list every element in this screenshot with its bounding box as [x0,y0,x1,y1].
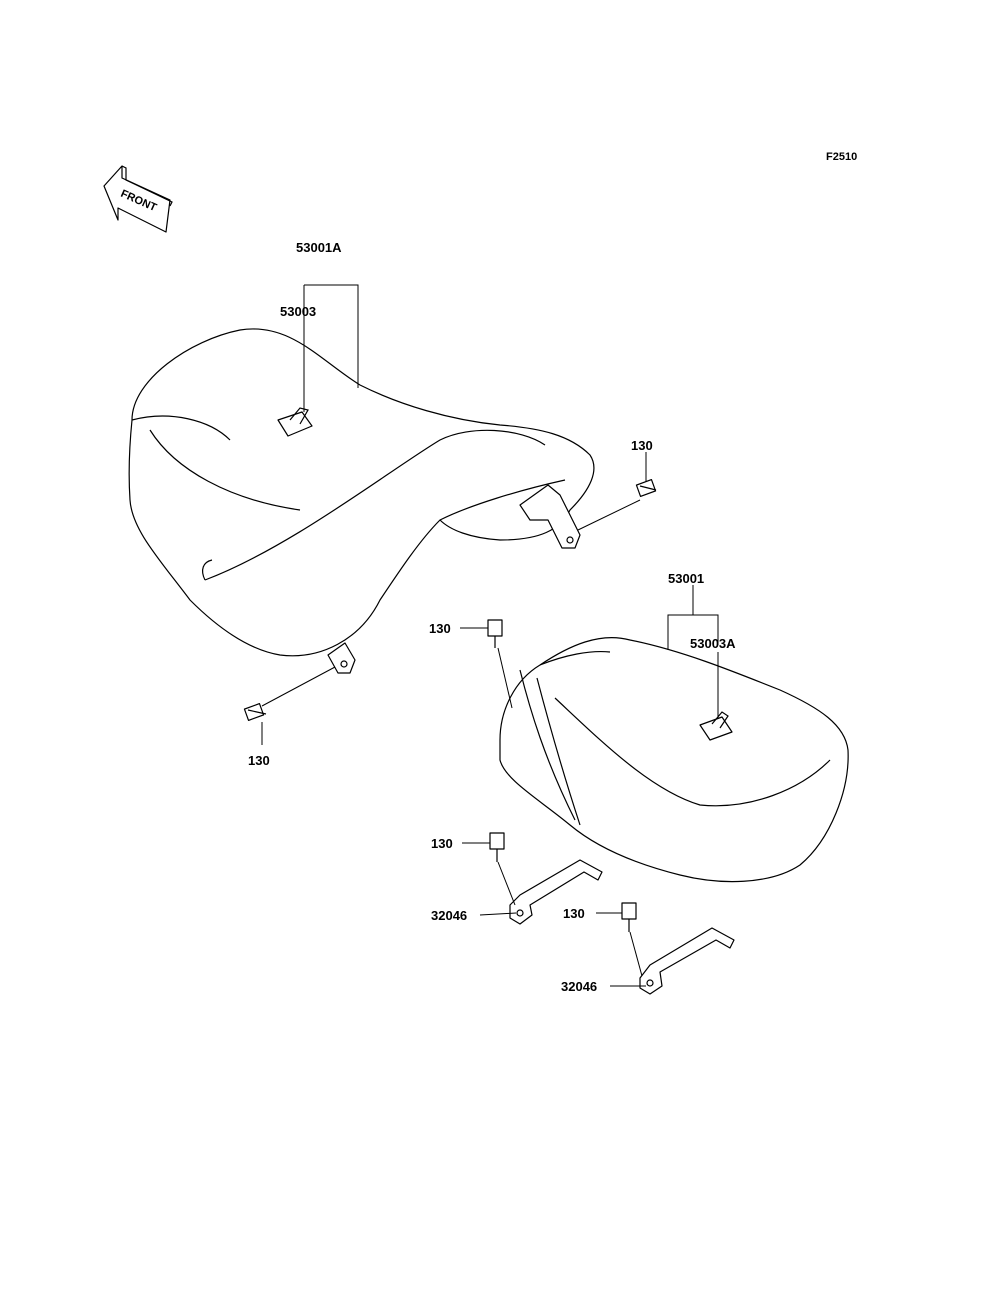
bracket-32046-a [509,859,603,925]
figure-code: F2510 [826,151,857,163]
bolt-130-icon [635,479,657,497]
bolt-130-icon [489,832,505,862]
bolt-130-icon [621,902,637,932]
rear-seat [499,637,849,883]
label-130: 130 [563,906,585,921]
label-32046: 32046 [561,979,597,994]
label-53003A: 53003A [690,636,736,651]
label-53003: 53003 [280,304,316,319]
label-53001: 53001 [668,571,704,586]
bracket-32046-b [639,927,735,995]
label-130: 130 [429,621,451,636]
label-130: 130 [248,753,270,768]
leader-lines [261,284,719,987]
front-arrow-icon: FRONT [103,165,173,233]
label-130: 130 [431,836,453,851]
bolt-130-icon [243,703,267,721]
label-53001A: 53001A [296,240,342,255]
bolt-130-icon [487,619,503,648]
label-32046: 32046 [431,908,467,923]
front-seat [128,328,595,674]
label-130: 130 [631,438,653,453]
